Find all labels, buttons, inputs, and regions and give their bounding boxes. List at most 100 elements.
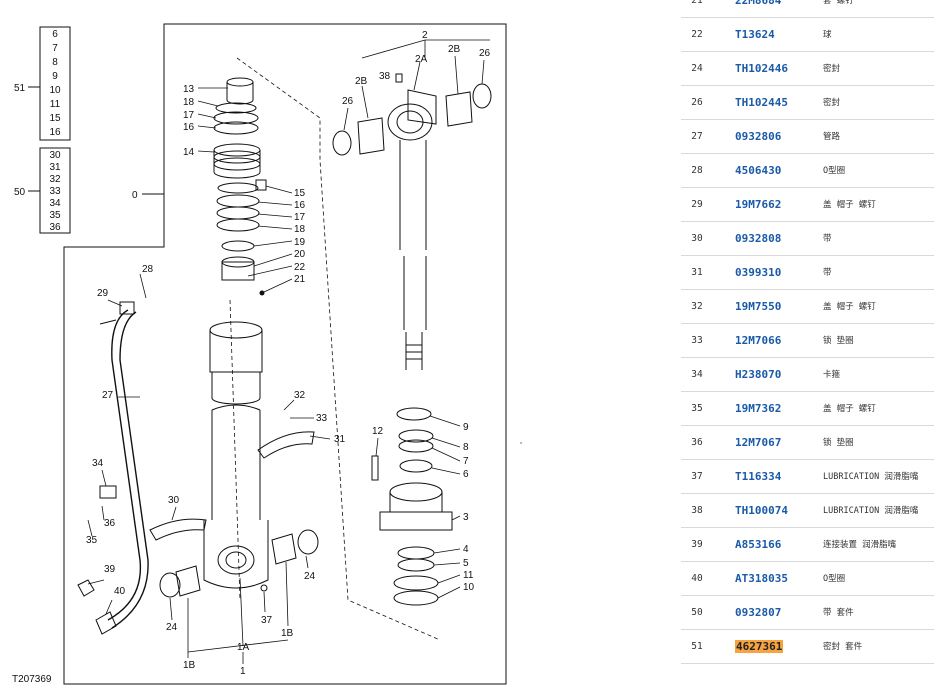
part-code-link[interactable]: 22M8684 — [735, 0, 782, 7]
part-code-link[interactable]: 19M7362 — [735, 402, 782, 415]
part-code-link[interactable]: TH100074 — [735, 504, 788, 517]
part-code-link[interactable]: TH102445 — [735, 96, 788, 109]
part-code-link[interactable]: 0932808 — [735, 232, 782, 245]
exploded-parts-diagram: 6 7 8 9 10 11 15 16 30 31 32 33 34 35 36… — [12, 23, 507, 685]
part-row: 37 T116334 LUBRICATION 润滑脂嘴 — [681, 460, 934, 494]
part-code-link[interactable]: 12M7067 — [735, 436, 782, 449]
part-number: 40 — [691, 573, 703, 584]
part-code-link[interactable]: 12M7066 — [735, 334, 782, 347]
group50-item: 36 — [49, 222, 61, 233]
part-description: 带 套件 — [823, 608, 854, 618]
callout: 32 — [294, 390, 306, 401]
part-description: 连接装置 润滑脂嘴 — [823, 540, 897, 550]
callout: 2B — [448, 44, 461, 55]
callout: 24 — [304, 571, 316, 582]
part-number: 32 — [691, 301, 703, 312]
highlighted-part-code[interactable]: 4627361 — [735, 640, 784, 653]
group51-item: 10 — [49, 85, 61, 96]
part-code-link[interactable]: 0932806 — [735, 130, 782, 143]
group-50-labels: 30 31 32 33 34 35 36 — [49, 150, 61, 233]
part-code-link[interactable]: 4627361 — [735, 630, 784, 664]
callout: 24 — [166, 622, 178, 633]
callout: 27 — [102, 390, 114, 401]
part-row: 32 19M7550 盖 帽子 螺钉 — [681, 290, 934, 324]
group51-item: 7 — [52, 43, 58, 54]
part-row: 40 AT318035 O型圈 — [681, 562, 934, 596]
group51-item: 9 — [52, 71, 58, 82]
callout: 2B — [355, 76, 368, 87]
callout: 1 — [240, 666, 246, 677]
part-description: 卡箍 — [823, 370, 841, 380]
part-row: 31 0399310 带 — [681, 256, 934, 290]
part-description: 密封 — [823, 64, 841, 74]
part-code-link[interactable]: 19M7550 — [735, 300, 782, 313]
stray-dot — [520, 442, 522, 444]
callout: 31 — [334, 434, 346, 445]
callout: 18 — [183, 97, 195, 108]
part-code-link[interactable]: 0399310 — [735, 266, 782, 279]
callout: 2 — [422, 30, 428, 41]
part-code-link[interactable]: T13624 — [735, 28, 775, 41]
callout: 35 — [86, 535, 98, 546]
callout: 1B — [183, 660, 196, 671]
callout: 16 — [294, 200, 306, 211]
part-number: 22 — [691, 29, 703, 40]
part-code-link[interactable]: A853166 — [735, 538, 782, 551]
part-code-link[interactable]: T116334 — [735, 470, 782, 483]
callout: 17 — [294, 212, 306, 223]
part-code-link[interactable]: 4506430 — [735, 164, 782, 177]
part-description: 带 — [823, 268, 832, 278]
part-description: LUBRICATION 润滑脂嘴 — [823, 472, 919, 482]
part-number: 24 — [691, 63, 703, 74]
callout: 37 — [261, 615, 273, 626]
part-number: 26 — [691, 97, 703, 108]
callout: 22 — [294, 262, 306, 273]
callout: 30 — [168, 495, 180, 506]
part-code-link[interactable]: 0932807 — [735, 606, 782, 619]
group51-item: 15 — [49, 113, 61, 124]
part-description: 带 — [823, 234, 832, 244]
callout: 11 — [463, 570, 474, 581]
part-description: LUBRICATION 润滑脂嘴 — [823, 506, 919, 516]
part-number: 37 — [691, 471, 703, 482]
part-description: 盖 帽子 螺钉 — [823, 200, 876, 210]
part-number: 31 — [691, 267, 703, 278]
callout: 10 — [463, 582, 475, 593]
callout: 15 — [294, 188, 306, 199]
callout: 1A — [237, 642, 250, 653]
group50-item: 33 — [49, 186, 61, 197]
callout: 9 — [463, 422, 469, 433]
callout: 34 — [92, 458, 104, 469]
part-code-link[interactable]: H238070 — [735, 368, 782, 381]
group51-item: 6 — [52, 29, 58, 40]
part-row: 26 TH102445 密封 — [681, 86, 934, 120]
group50-item: 35 — [49, 210, 61, 221]
callout: 26 — [479, 48, 491, 59]
part-description: 盖 帽子 螺钉 — [823, 302, 876, 312]
group-0-label: 0 — [132, 190, 138, 201]
group50-item: 32 — [49, 174, 61, 185]
callout: 28 — [142, 264, 154, 275]
part-description: O型圈 — [823, 574, 846, 584]
callout: 7 — [463, 456, 469, 467]
part-code-link[interactable]: AT318035 — [735, 572, 788, 585]
part-description: 密封 — [823, 98, 841, 108]
callout: 21 — [294, 274, 306, 285]
part-description: 盖 帽子 螺钉 — [823, 404, 876, 414]
callout: 40 — [114, 586, 126, 597]
part-description: 套 螺钉 — [823, 0, 854, 6]
callout: 36 — [104, 518, 116, 529]
callout: 39 — [104, 564, 116, 575]
callout: 29 — [97, 288, 109, 299]
part-code-link[interactable]: TH102446 — [735, 62, 788, 75]
part-code-link[interactable]: 19M7662 — [735, 198, 782, 211]
callout: 8 — [463, 442, 469, 453]
callout: 13 — [183, 84, 195, 95]
part-number: 28 — [691, 165, 703, 176]
